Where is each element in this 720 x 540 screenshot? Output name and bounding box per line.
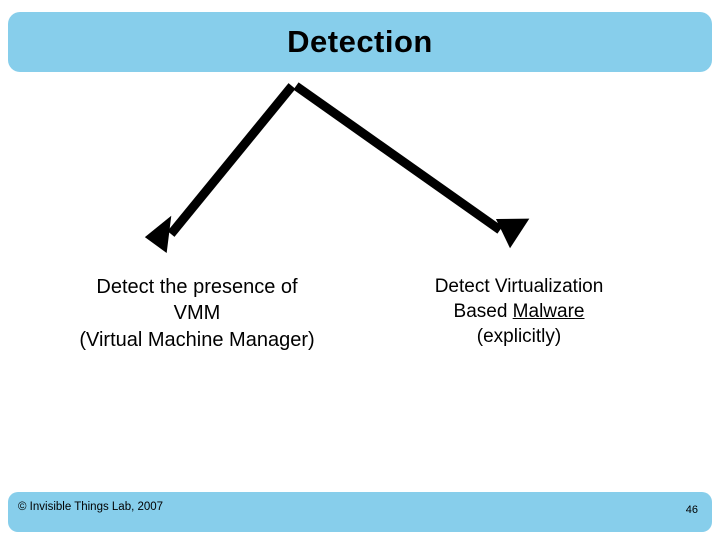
footer-bar xyxy=(8,492,712,532)
page-title: Detection xyxy=(287,24,433,59)
right-line-2-malware: Malware xyxy=(512,301,585,323)
right-line-1: Detect Virtualization xyxy=(434,276,604,297)
title-bar: Detection xyxy=(8,12,712,72)
right-line-2: Based Malware xyxy=(380,299,658,324)
arrow-right xyxy=(293,82,530,249)
detection-branch-left: Detect the presence of VMM (Virtual Mach… xyxy=(30,274,364,353)
detection-branch-right: Detect Virtualization Based Malware (exp… xyxy=(380,274,658,349)
left-line-2: VMM xyxy=(173,302,221,325)
right-line-2-prefix: Based xyxy=(453,301,513,323)
right-line-3: (explicitly) xyxy=(476,326,562,348)
footer-copyright: © Invisible Things Lab, 2007 xyxy=(18,501,164,513)
page-number: 46 xyxy=(685,504,698,516)
arrow-left xyxy=(144,83,296,253)
left-line-3: (Virtual Machine Manager) xyxy=(79,328,315,351)
left-line-1: Detect the presence of xyxy=(96,276,298,298)
